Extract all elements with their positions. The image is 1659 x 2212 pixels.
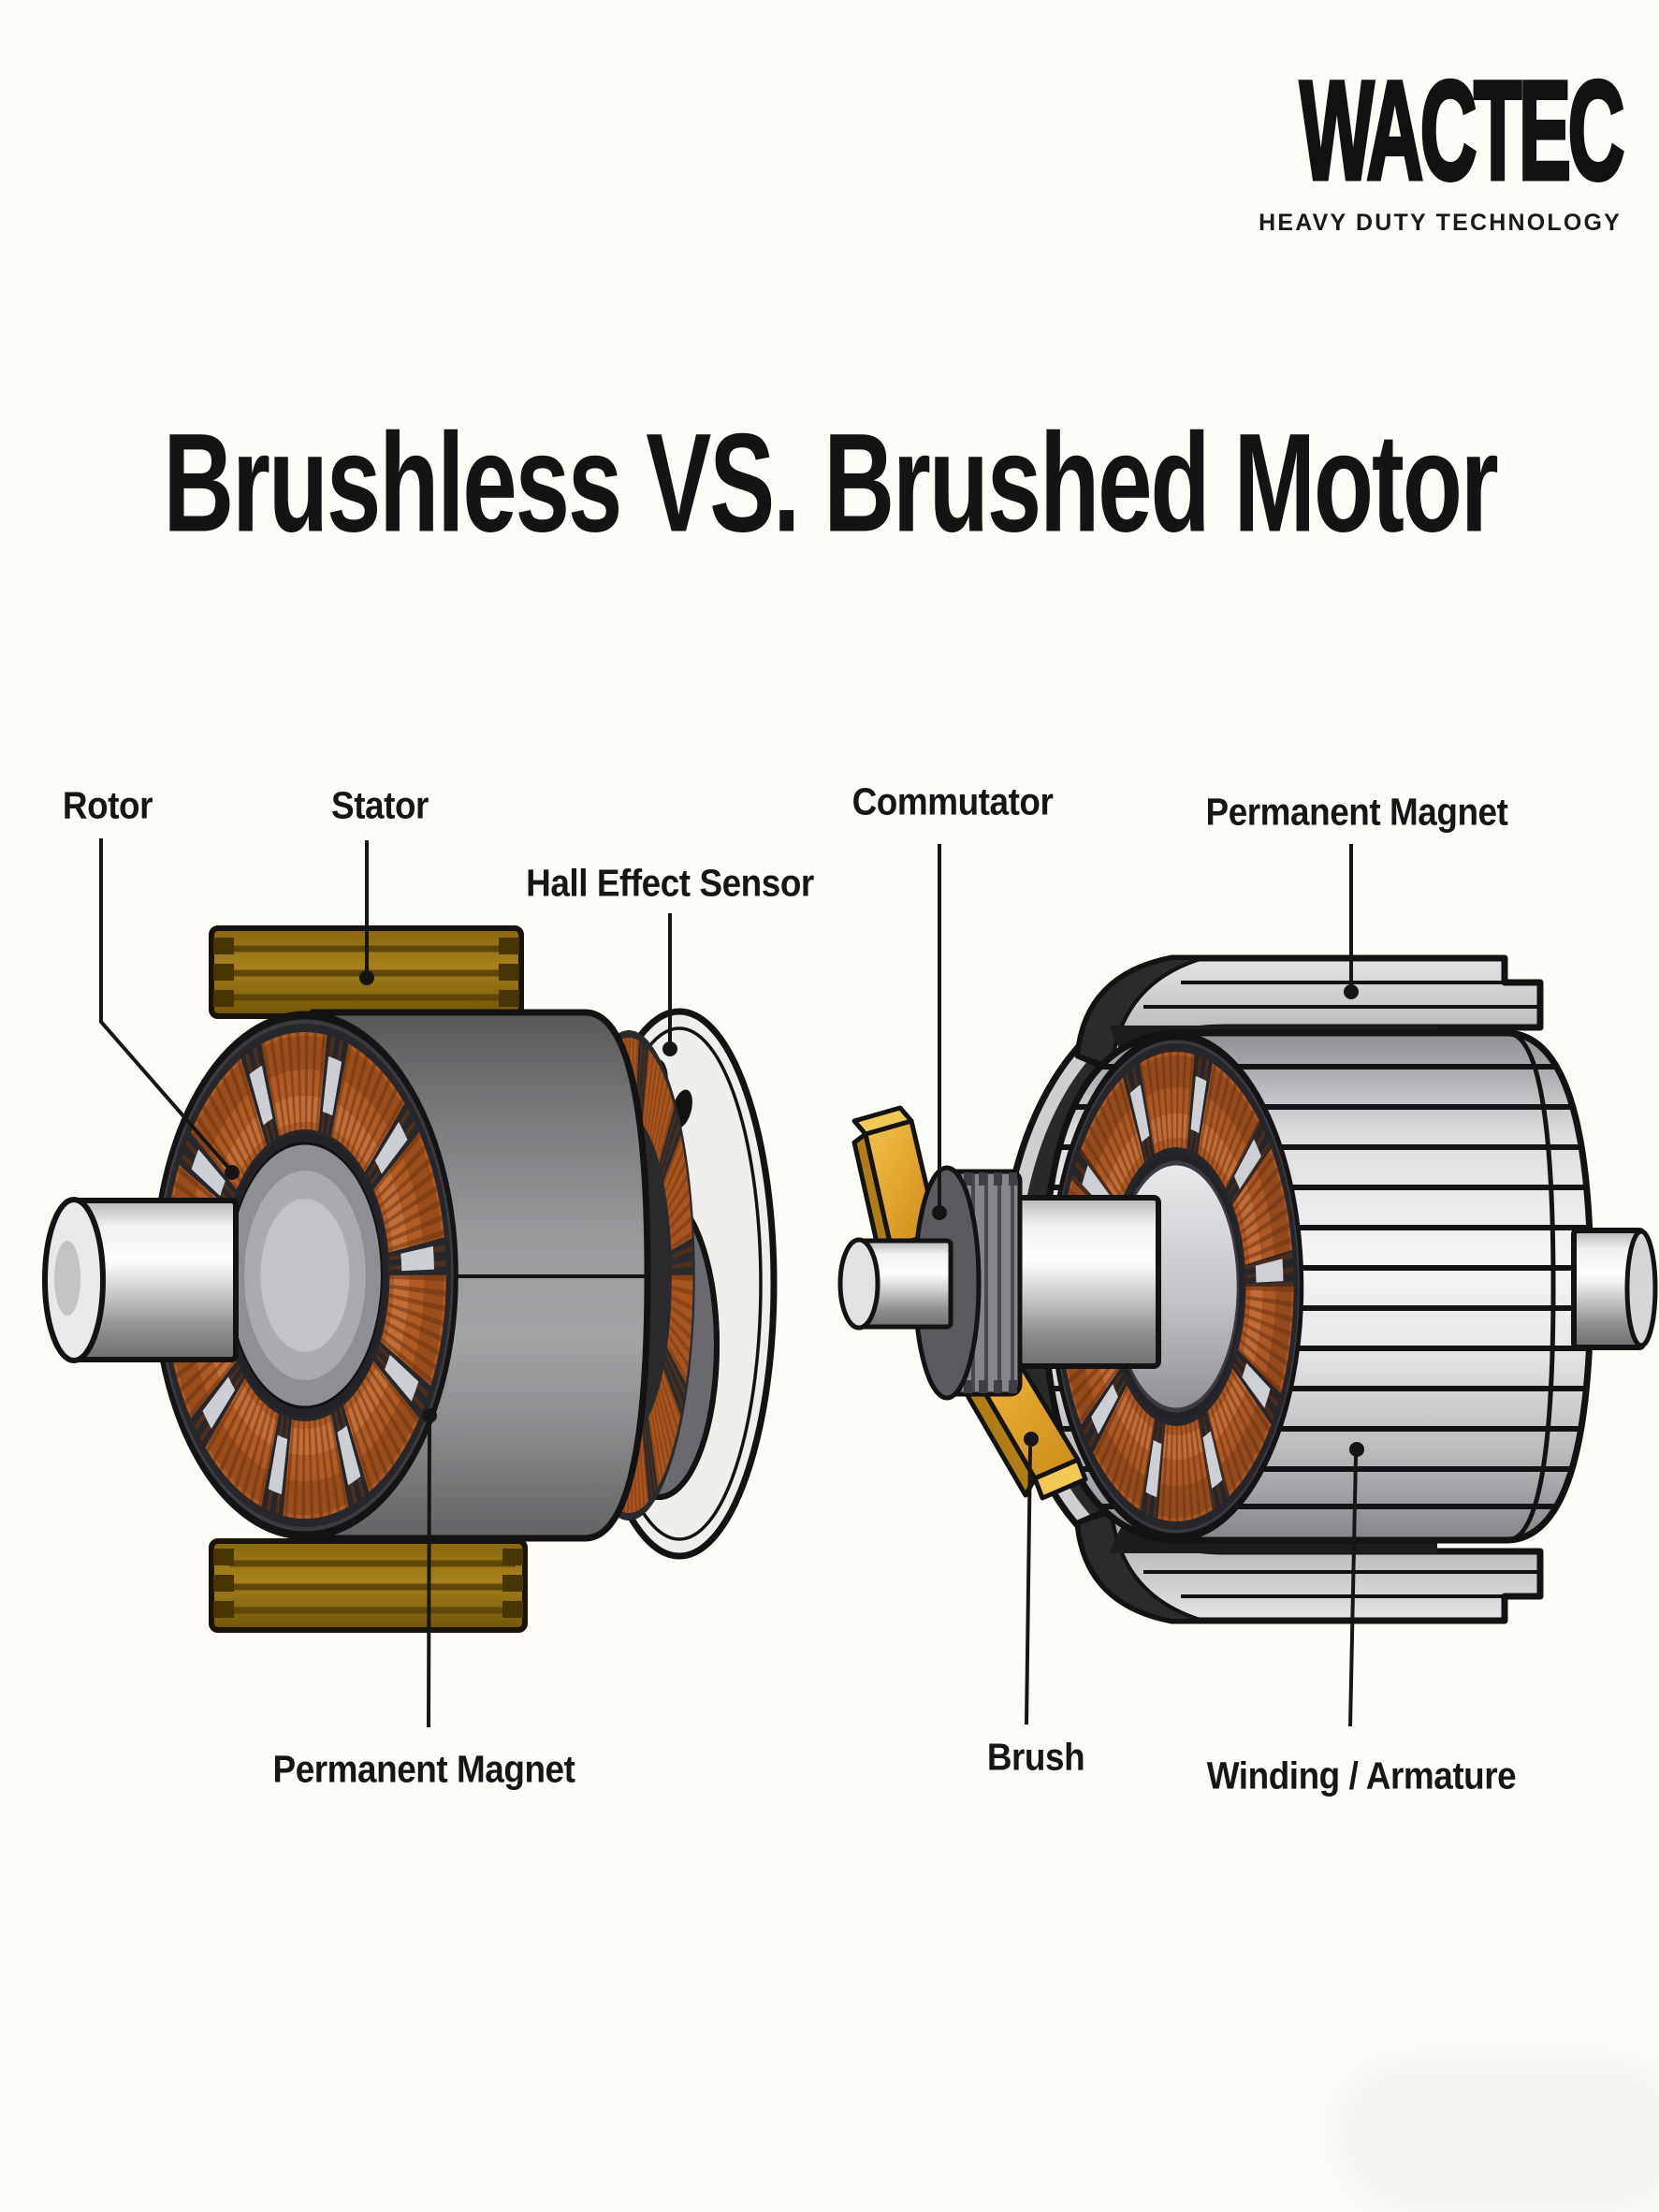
label-rotor: Rotor: [62, 783, 153, 827]
winding-leader-dot: [1349, 1442, 1364, 1457]
left-magnet-leader-dot: [422, 1408, 437, 1423]
brand-tagline: HEAVY DUTY TECHNOLOGY: [1259, 210, 1622, 236]
rotor-leader-dot: [225, 1165, 240, 1180]
label-brush: Brush: [986, 1735, 1085, 1779]
shaft: [42, 1197, 239, 1363]
label-permanent-magnet-left: Permanent Magnet: [272, 1747, 575, 1791]
watermark-smudge: [1338, 2063, 1659, 2208]
armature-shaft: [1015, 1195, 1161, 1369]
right-magnet-leader-dot: [1344, 984, 1359, 999]
input-shaft: [837, 1237, 953, 1331]
brand-logo: WACTEC HEAVY DUTY TECHNOLOGY: [1047, 51, 1626, 237]
label-stator: Stator: [331, 783, 429, 827]
winding-leader-line: [1348, 1455, 1358, 1727]
stator-leader-dot: [359, 970, 374, 985]
label-commutator: Commutator: [851, 779, 1054, 823]
label-winding-armature: Winding / Armature: [1206, 1754, 1517, 1797]
brand-name: WACTEC: [1299, 51, 1626, 209]
brushless-motor-illustration: [42, 925, 778, 1633]
output-shaft-stub: [1571, 1228, 1658, 1350]
label-permanent-magnet-right: Permanent Magnet: [1205, 790, 1508, 834]
brushed-motor-illustration: [837, 958, 1658, 1621]
brush-leader-dot: [1024, 1432, 1039, 1447]
armature-body: [1039, 1033, 1596, 1540]
front-winding-face: [152, 1011, 458, 1540]
rotor-leader-line: [99, 838, 232, 1171]
hall-sensor-leader-dot: [662, 1041, 677, 1056]
stator-block-bottom: [209, 1538, 528, 1633]
page-title: Brushless VS. Brushed Motor: [162, 403, 1498, 561]
leader-lines: [99, 838, 1364, 1728]
label-hall-effect-sensor: Hall Effect Sensor: [526, 861, 814, 905]
commutator-leader-dot: [932, 1205, 947, 1220]
brush-leader-line: [1025, 1446, 1032, 1725]
